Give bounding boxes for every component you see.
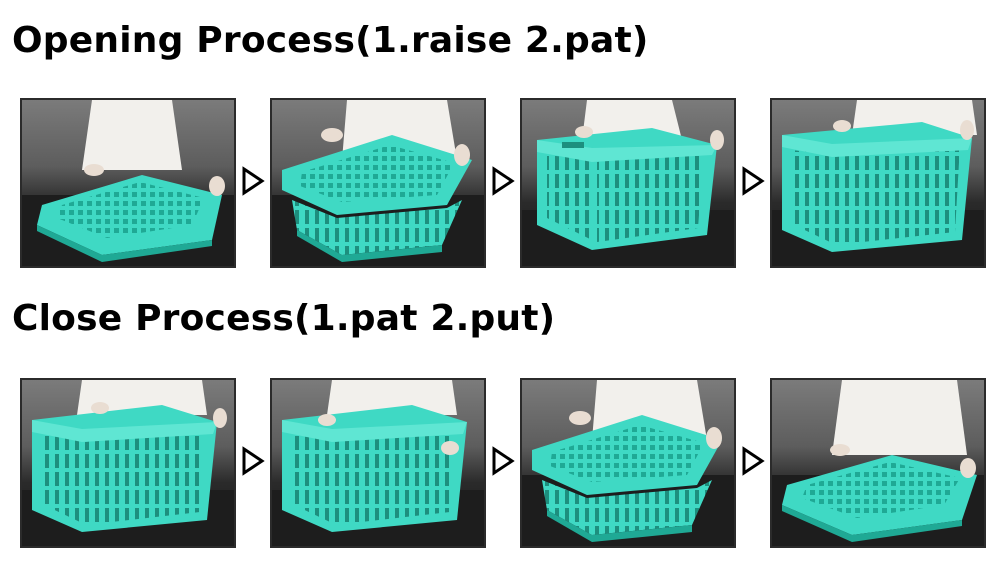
arrow-right-icon [742, 446, 765, 476]
opening-step-4-photo [770, 98, 986, 268]
arrow-right-icon [492, 446, 515, 476]
opening-process-title: Opening Process(1.raise 2.pat) [12, 20, 649, 61]
opening-step-1-photo [20, 98, 236, 268]
arrow-right-icon [242, 446, 265, 476]
opening-steps-row [0, 98, 1000, 268]
opening-step-3-photo [520, 98, 736, 268]
arrow-right-icon [242, 166, 265, 196]
close-step-2-photo [270, 378, 486, 548]
close-process-title: Close Process(1.pat 2.put) [12, 298, 556, 339]
close-step-3-photo [520, 378, 736, 548]
arrow-right-icon [742, 166, 765, 196]
close-step-1-photo [20, 378, 236, 548]
close-steps-row [0, 378, 1000, 548]
close-step-4-photo [770, 378, 986, 548]
arrow-right-icon [492, 166, 515, 196]
opening-step-2-photo [270, 98, 486, 268]
